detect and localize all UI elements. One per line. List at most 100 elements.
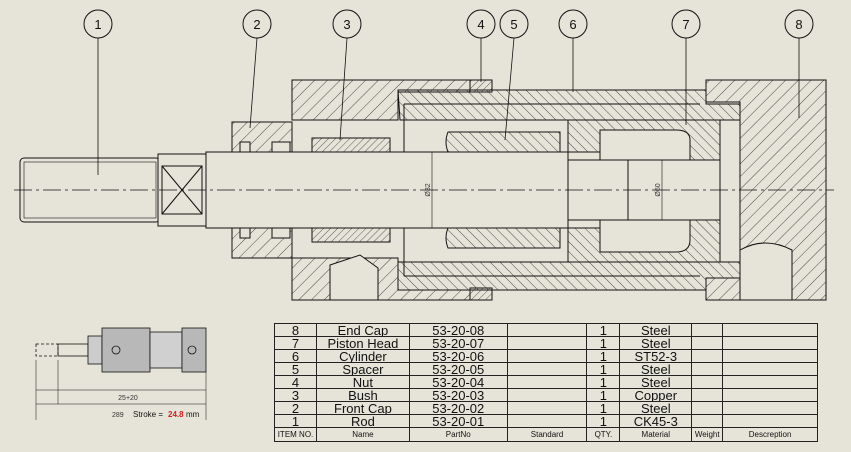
- bom-cell-standard: [506, 349, 588, 363]
- thumbnail-view: [35, 327, 207, 420]
- balloon-label-3: 3: [343, 17, 350, 32]
- bom-cell-partno: 53-20-06: [408, 349, 508, 363]
- nut-bottom: [469, 287, 493, 301]
- bom-cell-partno: 53-20-02: [408, 401, 508, 415]
- bom-cell-qty: 1: [586, 375, 621, 389]
- bom-cell-name: Cylinder: [315, 349, 410, 363]
- balloon-circle-8: [784, 9, 814, 39]
- balloon-circle-2: [242, 9, 272, 39]
- bom-cell-name: Rod: [315, 414, 410, 428]
- bom-cell-material: Steel: [619, 375, 693, 389]
- bom-header-cell: QTY.: [586, 427, 621, 442]
- bom-cell-item: 1: [274, 414, 317, 428]
- bom-cell-qty: 1: [586, 388, 621, 402]
- rod-diameter-label: Ø32: [425, 183, 432, 196]
- bom-cell-standard: [506, 414, 588, 428]
- bom-cell-standard: [506, 362, 588, 376]
- balloon-label-2: 2: [253, 17, 260, 32]
- bom-cell-desc: [722, 323, 818, 337]
- bom-cell-standard: [506, 388, 588, 402]
- stroke-label: Stroke =: [133, 410, 163, 419]
- bom-cell-weight: [691, 349, 724, 363]
- bom-cell-qty: 1: [586, 401, 621, 415]
- bom-cell-weight: [691, 414, 724, 428]
- bom-cell-material: CK45-3: [619, 414, 693, 428]
- bom-cell-desc: [722, 336, 818, 350]
- bom-cell-weight: [691, 336, 724, 350]
- spacer-top: [445, 131, 561, 153]
- bush-bottom: [311, 227, 391, 243]
- bom-cell-material: Steel: [619, 336, 693, 350]
- bom-cell-desc: [722, 388, 818, 402]
- bom-header-cell: PartNo: [408, 427, 508, 442]
- bom-cell-standard: [506, 401, 588, 415]
- bom-cell-material: Steel: [619, 401, 693, 415]
- bom-cell-desc: [722, 401, 818, 415]
- cylinder-tube-top: [397, 89, 741, 121]
- bom-cell-partno: 53-20-07: [408, 336, 508, 350]
- stroke-unit: mm: [186, 410, 200, 419]
- balloon-label-7: 7: [682, 17, 689, 32]
- bom-cell-material: Steel: [619, 323, 693, 337]
- balloon-leader-2: [249, 37, 258, 129]
- bom-cell-item: 5: [274, 362, 317, 376]
- bom-header-cell: ITEM NO.: [274, 427, 317, 442]
- bom-header-cell: Name: [315, 427, 410, 442]
- piston-diameter-label: Ø60: [655, 183, 662, 196]
- bom-cell-material: Steel: [619, 362, 693, 376]
- bom-cell-partno: 53-20-08: [408, 323, 508, 337]
- bom-cell-weight: [691, 362, 724, 376]
- bom-cell-material: ST52-3: [619, 349, 693, 363]
- stroke-value: 24.8: [168, 410, 184, 419]
- bom-cell-standard: [506, 336, 588, 350]
- bom-header-cell: Descreption: [722, 427, 818, 442]
- bom-header-cell: Weight: [691, 427, 724, 442]
- bom-cell-qty: 1: [586, 349, 621, 363]
- bom-cell-desc: [722, 349, 818, 363]
- balloon-label-4: 4: [477, 17, 484, 32]
- bom-cell-material: Copper: [619, 388, 693, 402]
- balloon-label-5: 5: [510, 17, 517, 32]
- bom-cell-name: Bush: [315, 388, 410, 402]
- balloon-leader-5: [504, 37, 515, 141]
- bom-cell-desc: [722, 414, 818, 428]
- bom-cell-standard: [506, 323, 588, 337]
- balloon-circle-4: [466, 9, 496, 39]
- bom-cell-desc: [722, 362, 818, 376]
- bom-cell-item: 2: [274, 401, 317, 415]
- bom-cell-partno: 53-20-03: [408, 388, 508, 402]
- bom-cell-weight: [691, 401, 724, 415]
- bom-header-cell: Standard: [506, 427, 588, 442]
- bom-cell-name: End Cap: [315, 323, 410, 337]
- bom-header-cell: Material: [619, 427, 693, 442]
- bom-cell-item: 4: [274, 375, 317, 389]
- bom-cell-name: Spacer: [315, 362, 410, 376]
- bom-cell-qty: 1: [586, 336, 621, 350]
- bom-cell-partno: 53-20-01: [408, 414, 508, 428]
- bom-cell-partno: 53-20-05: [408, 362, 508, 376]
- balloon-circle-3: [332, 9, 362, 39]
- bom-cell-desc: [722, 375, 818, 389]
- bom-cell-item: 7: [274, 336, 317, 350]
- balloon-circle-6: [558, 9, 588, 39]
- thumbnail-length-label: 25+20: [118, 395, 138, 402]
- bom-cell-qty: 1: [586, 414, 621, 428]
- bush-top: [311, 137, 391, 153]
- balloon-label-1: 1: [94, 17, 101, 32]
- bom-cell-qty: 1: [586, 362, 621, 376]
- bom-cell-weight: [691, 388, 724, 402]
- bom-cell-weight: [691, 323, 724, 337]
- balloon-circle-5: [499, 9, 529, 39]
- bom-cell-partno: 53-20-04: [408, 375, 508, 389]
- bom-cell-item: 3: [274, 388, 317, 402]
- bom-cell-standard: [506, 375, 588, 389]
- spacer-bottom: [445, 227, 561, 249]
- bom-cell-item: 8: [274, 323, 317, 337]
